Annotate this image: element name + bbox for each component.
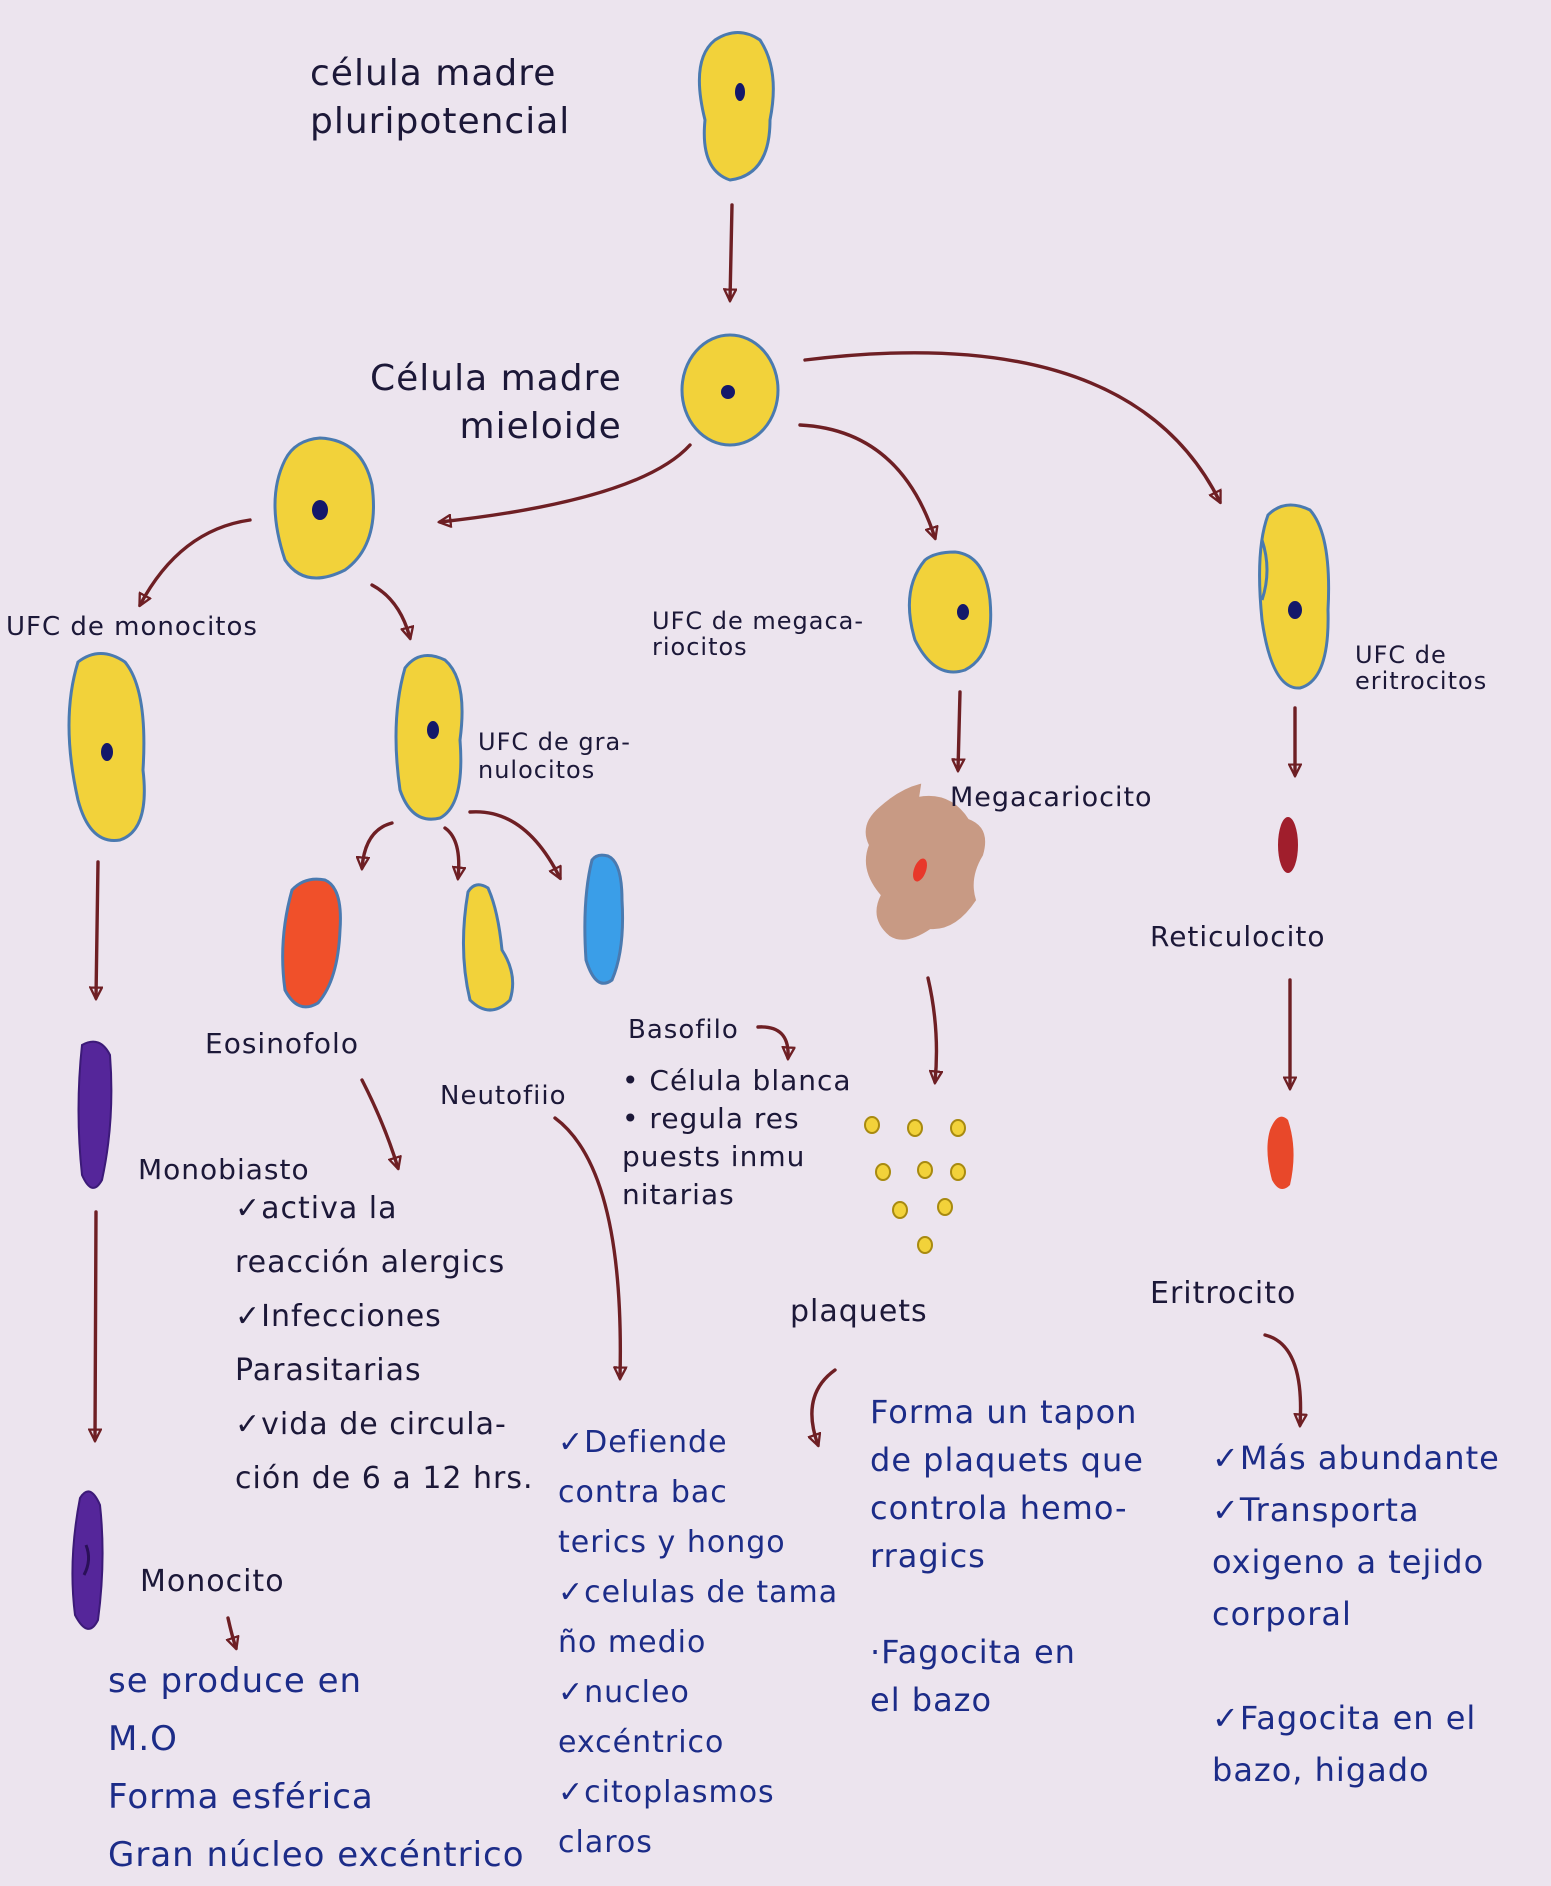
label-ufc-granulocitos: UFC de gra- nulocitos [478, 728, 631, 784]
notes-basofilo: • Célula blanca • regula res puests inmu… [622, 1062, 852, 1214]
basofilo-cell [585, 855, 623, 983]
nucleus [957, 604, 969, 620]
arrow-to-neutrofilo [445, 828, 459, 878]
arrow-to-monocito [95, 1212, 96, 1440]
nucleus [1288, 601, 1302, 619]
label-celula-madre-pluripotencial: célula madre pluripotencial [310, 50, 570, 146]
ufc-eritrocitos-cell [1260, 505, 1329, 688]
ufc-granulocitos-cell [396, 656, 462, 820]
label-megacariocito: Megacariocito [950, 776, 1153, 820]
label-ufc-megacariocitos: UFC de megaca- riocitos [652, 608, 864, 660]
nucleus [427, 721, 439, 739]
eritrocito-cell [1267, 1117, 1293, 1189]
label-celula-madre-mieloide: Célula madre mieloide [370, 355, 622, 451]
nucleus [312, 500, 328, 520]
ufc-megacariocitos-cell [909, 552, 990, 672]
notes-eritrocito: ✓Más abundante ✓Transporta oxigeno a tej… [1212, 1432, 1542, 1796]
neutrofilo-cell [463, 885, 512, 1010]
pluripotent-stem-cell [699, 33, 773, 181]
arrow-to-monoblasto [96, 862, 98, 998]
notes-monocito: se produce en M.O Forma esférica Gran nú… [108, 1652, 628, 1884]
label-eosinofilo: Eosinofolo [205, 1022, 359, 1066]
arrow-myeloid-to-erythrocyte-ufc [805, 353, 1220, 502]
monocito-cell [72, 1491, 102, 1628]
arrow-to-basofilo [470, 812, 560, 878]
label-eritrocito: Eritrocito [1150, 1272, 1296, 1316]
arrow-to-eosinofilo [362, 823, 392, 868]
myeloid-stem-cell [682, 335, 778, 445]
nucleus [735, 83, 745, 101]
label-ufc-eritrocitos: UFC de eritrocitos [1355, 642, 1487, 694]
arrow-to-ufc-granulocitos [372, 585, 410, 638]
arrow-to-megacariocito [958, 692, 960, 770]
arrow-monocito-notes [228, 1618, 236, 1648]
granulo-monocyte-progenitor [275, 438, 373, 578]
arrow-myeloid-to-megakaryocyte-ufc [800, 425, 935, 538]
label-reticulocito: Reticulocito [1150, 915, 1326, 959]
label-neutrofilo: Neutofiio [440, 1074, 567, 1118]
arrow-to-ufc-monocitos [140, 520, 250, 605]
notes-plaquetas: Forma un tapon de plaquets que controla … [870, 1388, 1190, 1724]
nucleus [721, 385, 735, 399]
plaquetas-dots [865, 1117, 965, 1253]
arrow-to-plaquetas [928, 978, 936, 1082]
arrow-myeloid-to-granulo-mono [440, 445, 690, 522]
arrow-eosinofilo-notes [362, 1080, 398, 1168]
label-plaquetas: plaquets [790, 1290, 928, 1334]
eosinofilo-cell [283, 879, 341, 1007]
monoblasto-cell [79, 1042, 112, 1188]
label-ufc-monocitos: UFC de monocitos [6, 605, 258, 649]
reticulocito-cell [1278, 817, 1298, 873]
label-basofilo: Basofilo [628, 1008, 739, 1052]
ufc-monocitos-cell [69, 654, 144, 841]
nucleus [101, 743, 113, 761]
arrow-pluripotent-to-myeloid [730, 205, 732, 300]
arrow-basofilo-notes [758, 1027, 788, 1058]
label-monocito: Monocito [140, 1560, 285, 1604]
arrow-eritrocito-notes [1265, 1335, 1301, 1425]
